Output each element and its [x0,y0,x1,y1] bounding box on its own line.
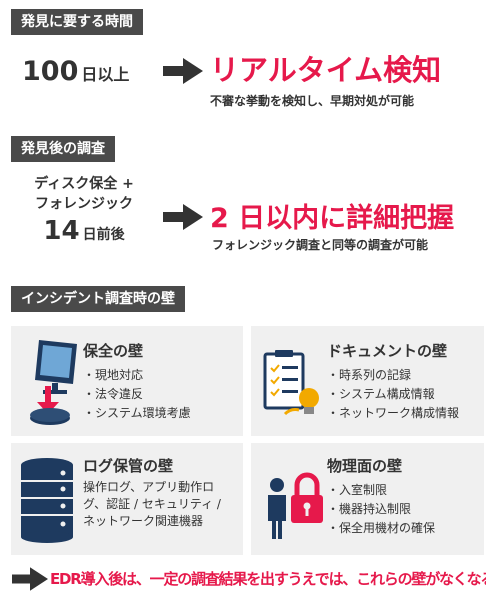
right-arrow-icon [12,567,48,591]
person-padlock-icon [268,472,323,539]
panel-title: 保全の壁 [83,342,144,360]
detail-grasp-subtext: フォレンジック調査と同等の調査が可能 [212,238,429,252]
log-types-text: 操作ログ、アプリ動作ログ、認証 / セキュリティ / ネットワーク関連機器 [83,480,221,528]
list-item: 機器持込制限 [327,500,435,519]
barrier-list: 入室制限 機器持込制限 保全用機材の確保 [327,481,435,538]
section-tag-post-detection: 発見後の調査 [11,136,115,162]
barrier-list: 現地対応 法令違反 システム環境考慮 [83,366,191,423]
list-item: 時系列の記録 [327,366,459,385]
database-icon [21,458,73,543]
method-line-1: ディスク保全 + [34,176,134,192]
list-item: 現地対応 [83,366,191,385]
panel-log-storage: ログ保管の壁 操作ログ、アプリ動作ログ、認証 / セキュリティ / ネットワーク… [11,443,243,555]
list-item: 保全用機材の確保 [327,519,435,538]
right-arrow-icon [163,58,203,84]
barrier-list: 時系列の記録 システム構成情報 ネットワーク構成情報 [327,366,459,423]
investigation-days-unit: 日前後 [82,227,125,243]
footer-conclusion: EDR導入後は、一定の調査結果を出すうえでは、これらの壁がなくなる。 [50,570,486,588]
section-tag-investigation-barriers: インシデント調査時の壁 [11,286,185,312]
panel-title: 物理面の壁 [327,457,403,475]
panel-title: ログ保管の壁 [83,457,174,475]
panel-physical: 物理面の壁 入室制限 機器持込制限 保全用機材の確保 [251,443,484,555]
investigation-days-number: 14 [43,216,80,246]
panel-title: ドキュメントの壁 [327,342,448,360]
realtime-detection-heading: リアルタイム検知 [210,53,442,87]
detail-grasp-heading: 2 日以内に詳細把握 [210,203,455,234]
checklist-lightbulb-icon [263,350,319,416]
detection-days-number: 100 [22,56,79,87]
method-line-2: フォレンジック [35,196,133,212]
monitor-disk-icon [30,340,77,425]
list-item: 入室制限 [327,481,435,500]
list-item: システム構成情報 [327,385,459,404]
right-arrow-icon [163,204,203,230]
list-item: ネットワーク構成情報 [327,404,459,423]
detection-days-unit: 日以上 [81,65,130,84]
panel-documentation: ドキュメントの壁 時系列の記録 システム構成情報 ネットワーク構成情報 [251,326,484,436]
panel-preservation: 保全の壁 現地対応 法令違反 システム環境考慮 [11,326,243,436]
list-item: システム環境考慮 [83,404,191,423]
list-item: 法令違反 [83,385,191,404]
realtime-detection-subtext: 不審な挙動を検知し、早期対処が可能 [210,94,415,108]
section-tag-detection-time: 発見に要する時間 [11,9,143,35]
